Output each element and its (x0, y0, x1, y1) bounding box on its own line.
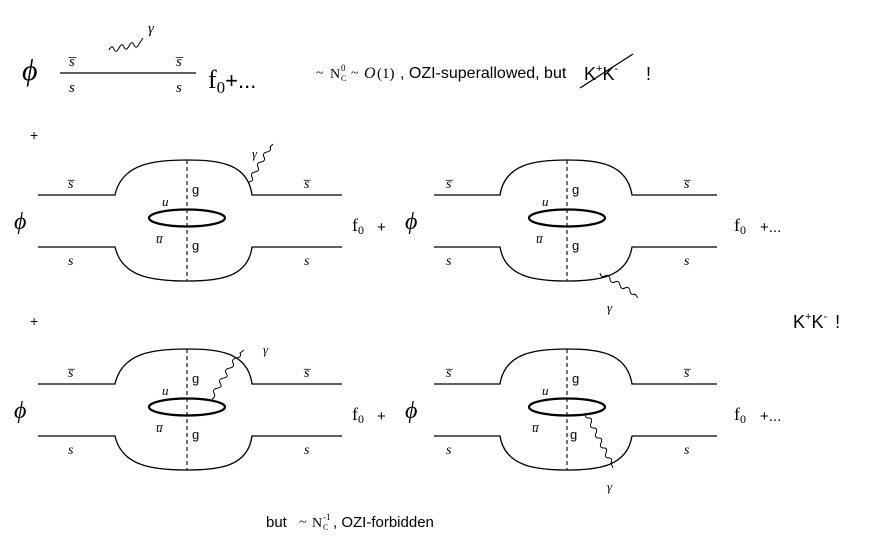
gluon-label: g (572, 371, 579, 386)
svg-text:γ: γ (607, 479, 613, 494)
s-label: s (176, 80, 182, 96)
gamma-label: γ (148, 21, 155, 37)
ozi-superallowed-text: , OZI-superallowed, but (400, 65, 567, 82)
gluon-label: g (192, 238, 199, 253)
diagram-lower-left: ϕ s̅ s̅ s s u u̅ g g γ f0 + (14, 342, 386, 471)
svg-text:u: u (162, 383, 169, 398)
svg-text:(1): (1) (377, 66, 395, 82)
svg-text:γ: γ (263, 342, 269, 357)
svg-text:u: u (162, 194, 169, 209)
svg-text:0: 0 (341, 63, 346, 73)
phi-symbol: ϕ (405, 209, 417, 235)
svg-text:γ: γ (607, 300, 613, 315)
phi-symbol: ϕ (405, 398, 417, 424)
svg-text:s: s (68, 443, 74, 458)
photon-line (584, 412, 614, 469)
gluon-label: g (192, 371, 199, 386)
gluon-label: g (192, 427, 199, 442)
sbar-label: s̅ (175, 54, 184, 70)
svg-text:~: ~ (316, 66, 324, 81)
top-diagram: ϕ s̅ s̅ s s γ f0+... ~ N 0 C ~ O (1) , O… (22, 21, 651, 97)
kk-struck: K+K- ! (579, 53, 651, 89)
gluon-label: g (570, 427, 577, 442)
gluon-label: g (572, 182, 579, 197)
svg-text:-1: -1 (323, 512, 331, 522)
photon-line (108, 37, 144, 52)
bottom-caption: but ~ N -1 C , OZI-forbidden (266, 512, 434, 532)
diagram-lower-right: ϕ s̅ s̅ s s u u̅ g g γ f0 +... (405, 348, 781, 494)
svg-text:u̅: u̅ (156, 420, 163, 435)
svg-text:s: s (304, 443, 310, 458)
diagram-upper-left: ϕ s̅ s̅ s s u u̅ g g γ f0 + (14, 143, 386, 282)
svg-text:s̅: s̅ (446, 177, 454, 192)
svg-text:s̅: s̅ (684, 177, 692, 192)
svg-text:u̅: u̅ (536, 231, 543, 246)
svg-text:s: s (446, 443, 452, 458)
plus-sign: + (30, 313, 38, 329)
f0-label: f0 (734, 404, 746, 426)
strikethrough-line (579, 53, 634, 89)
svg-text:s̅: s̅ (68, 366, 76, 381)
plus-sign: + (30, 127, 38, 143)
svg-text:s̅: s̅ (446, 366, 454, 381)
f0-label: f0 (352, 215, 364, 237)
svg-text:s̅: s̅ (684, 366, 692, 381)
svg-text:!: ! (646, 64, 651, 84)
svg-text:u̅: u̅ (156, 231, 163, 246)
svg-text:s̅: s̅ (304, 366, 312, 381)
svg-text:s̅: s̅ (68, 177, 76, 192)
svg-text:s: s (684, 254, 690, 269)
phi-symbol: ϕ (14, 398, 26, 424)
phi-symbol: ϕ (22, 54, 38, 87)
f0-label: f0 (734, 215, 746, 237)
diagram-upper-right: ϕ s̅ s̅ s s u u̅ g g γ f0 +... (405, 159, 781, 315)
svg-text:u: u (542, 383, 549, 398)
nc-symbol: N (330, 67, 340, 82)
svg-text:s: s (684, 443, 690, 458)
svg-text:s: s (446, 254, 452, 269)
svg-text:u̅: u̅ (532, 420, 539, 435)
svg-text:~: ~ (351, 66, 359, 81)
s-label: s (69, 80, 75, 96)
svg-text:+...: +... (760, 219, 781, 236)
gluon-label: g (192, 182, 199, 197)
photon-line (248, 143, 274, 183)
svg-text:s: s (304, 254, 310, 269)
nc-symbol: N (312, 516, 322, 531)
svg-text:+: + (377, 219, 386, 236)
svg-text:~: ~ (299, 515, 307, 530)
f0-label: f0 (352, 404, 364, 426)
svg-text:C: C (323, 523, 328, 532)
ozi-forbidden-text: , OZI-forbidden (333, 514, 434, 531)
svg-text:+...: +... (760, 408, 781, 425)
sbar-label: s̅ (68, 54, 77, 70)
kk-label: K+K-! (793, 311, 840, 332)
scaling-expression: ~ N 0 C ~ O (1) , OZI-superallowed, but (316, 63, 567, 83)
svg-text:C: C (341, 74, 346, 83)
svg-text:u: u (542, 194, 549, 209)
svg-text:s̅: s̅ (304, 177, 312, 192)
svg-text:s: s (68, 254, 74, 269)
f0-label: f0+... (208, 65, 256, 97)
svg-text:O: O (364, 65, 376, 82)
photon-line (599, 272, 639, 299)
gluon-label: g (572, 238, 579, 253)
svg-text:+: + (377, 408, 386, 425)
svg-text:γ: γ (252, 146, 258, 161)
phi-symbol: ϕ (14, 209, 26, 235)
svg-text:but: but (266, 514, 288, 531)
photon-line (211, 349, 245, 400)
